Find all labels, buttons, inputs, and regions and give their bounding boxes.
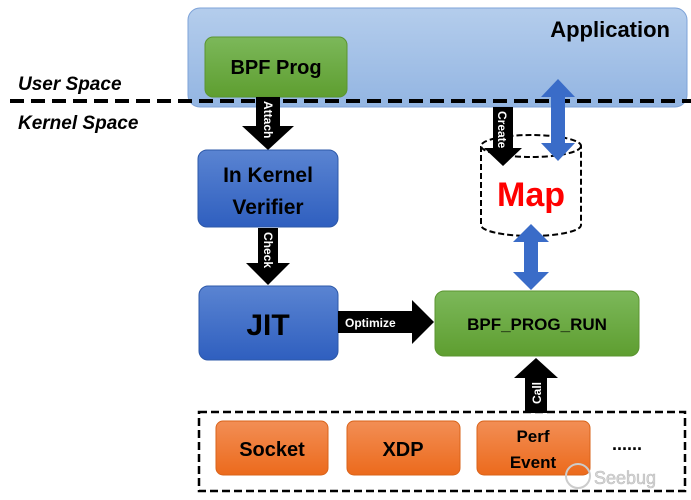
perf-label-line1: Perf xyxy=(516,427,549,446)
perf-event-box: Perf Event xyxy=(476,420,591,476)
jit-label: JIT xyxy=(246,309,289,342)
xdp-box: XDP xyxy=(346,420,461,476)
app-map-double-arrow xyxy=(541,79,575,161)
call-label: Call xyxy=(530,382,544,404)
optimize-arrow: Optimize xyxy=(338,300,434,344)
event-sources-container xyxy=(197,410,687,493)
map-cylinder: Map xyxy=(480,134,582,237)
check-label: Check xyxy=(261,232,275,268)
check-arrow: Check xyxy=(246,228,290,285)
socket-label: Socket xyxy=(239,439,305,461)
call-arrow: Call xyxy=(514,358,558,413)
verifier-box: In Kernel Verifier xyxy=(197,149,339,228)
attach-arrow: Attach xyxy=(242,97,294,150)
optimize-label: Optimize xyxy=(345,316,396,330)
application-label: Application xyxy=(550,17,670,42)
user-space-label: User Space xyxy=(18,74,122,95)
watermark-label: Seebug xyxy=(594,468,656,488)
map-label: Map xyxy=(497,176,565,214)
kernel-space-label: Kernel Space xyxy=(18,113,139,134)
bpf-prog-run-box: BPF_PROG_RUN xyxy=(434,290,640,357)
bpf-prog-box: BPF Prog xyxy=(204,36,348,98)
socket-box: Socket xyxy=(215,420,329,476)
verifier-label-line2: Verifier xyxy=(232,196,303,219)
perf-label-line2: Event xyxy=(510,453,557,472)
seebug-watermark: Seebug xyxy=(565,463,656,489)
xdp-label: XDP xyxy=(382,439,423,461)
create-arrow: Create xyxy=(484,107,522,166)
map-run-double-arrow xyxy=(513,224,549,290)
create-label: Create xyxy=(495,111,509,149)
bpf-prog-run-label: BPF_PROG_RUN xyxy=(467,315,607,334)
attach-label: Attach xyxy=(261,101,275,138)
jit-box: JIT xyxy=(198,285,339,361)
verifier-label-line1: In Kernel xyxy=(223,164,313,187)
bpf-prog-label: BPF Prog xyxy=(230,57,321,79)
more-sources-ellipsis: ...... xyxy=(612,434,642,454)
